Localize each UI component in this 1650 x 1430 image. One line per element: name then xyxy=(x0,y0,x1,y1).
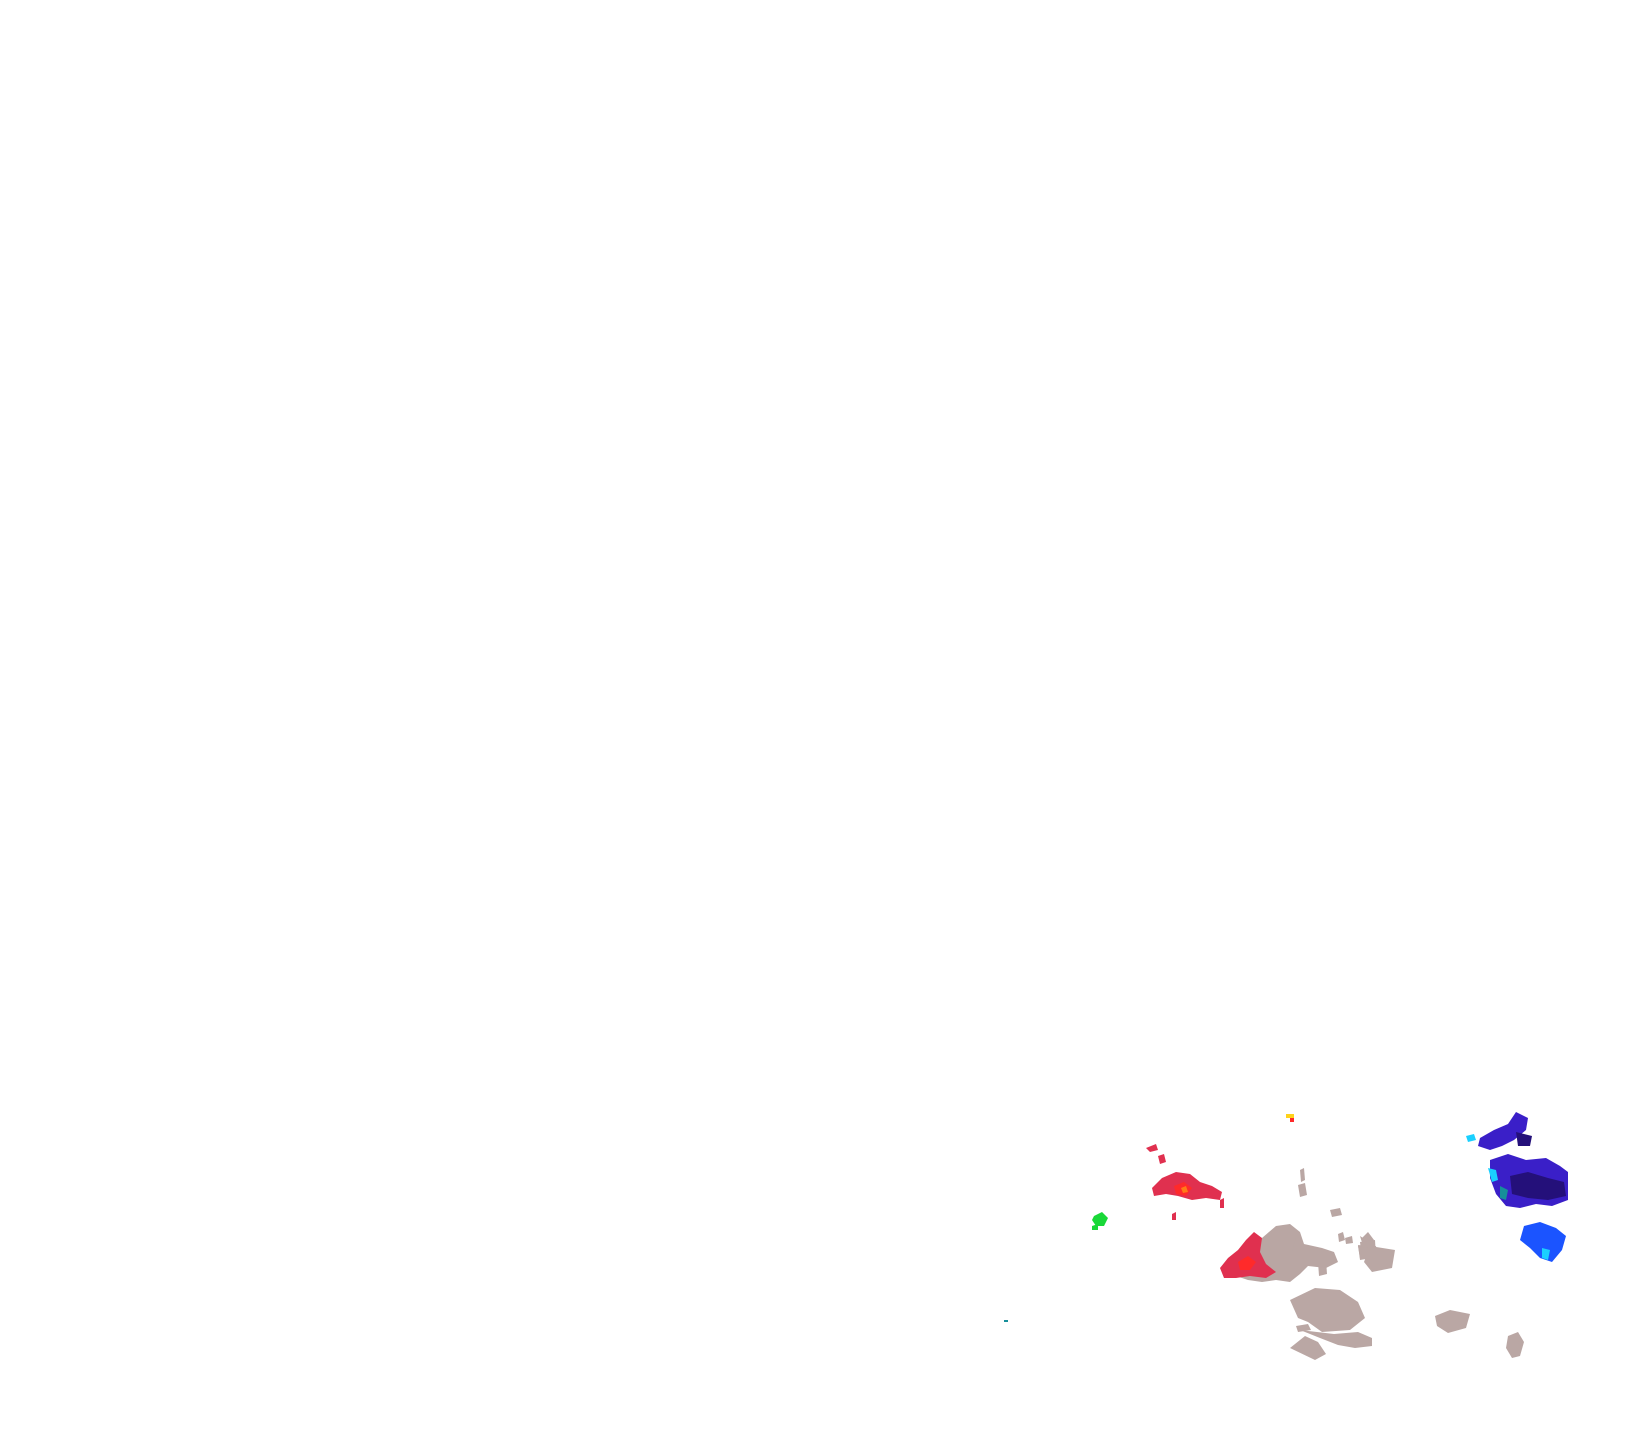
echo-region-tiny xyxy=(1004,1320,1008,1322)
echo-region-green xyxy=(1092,1212,1108,1230)
echo-region-red-south xyxy=(1220,1232,1276,1278)
echo-region-red-north xyxy=(1146,1144,1224,1220)
echo-region-taupe xyxy=(1290,1168,1524,1360)
echo-region-violet-complex xyxy=(1466,1112,1568,1262)
echo-region-yellow-dot xyxy=(1286,1114,1294,1122)
